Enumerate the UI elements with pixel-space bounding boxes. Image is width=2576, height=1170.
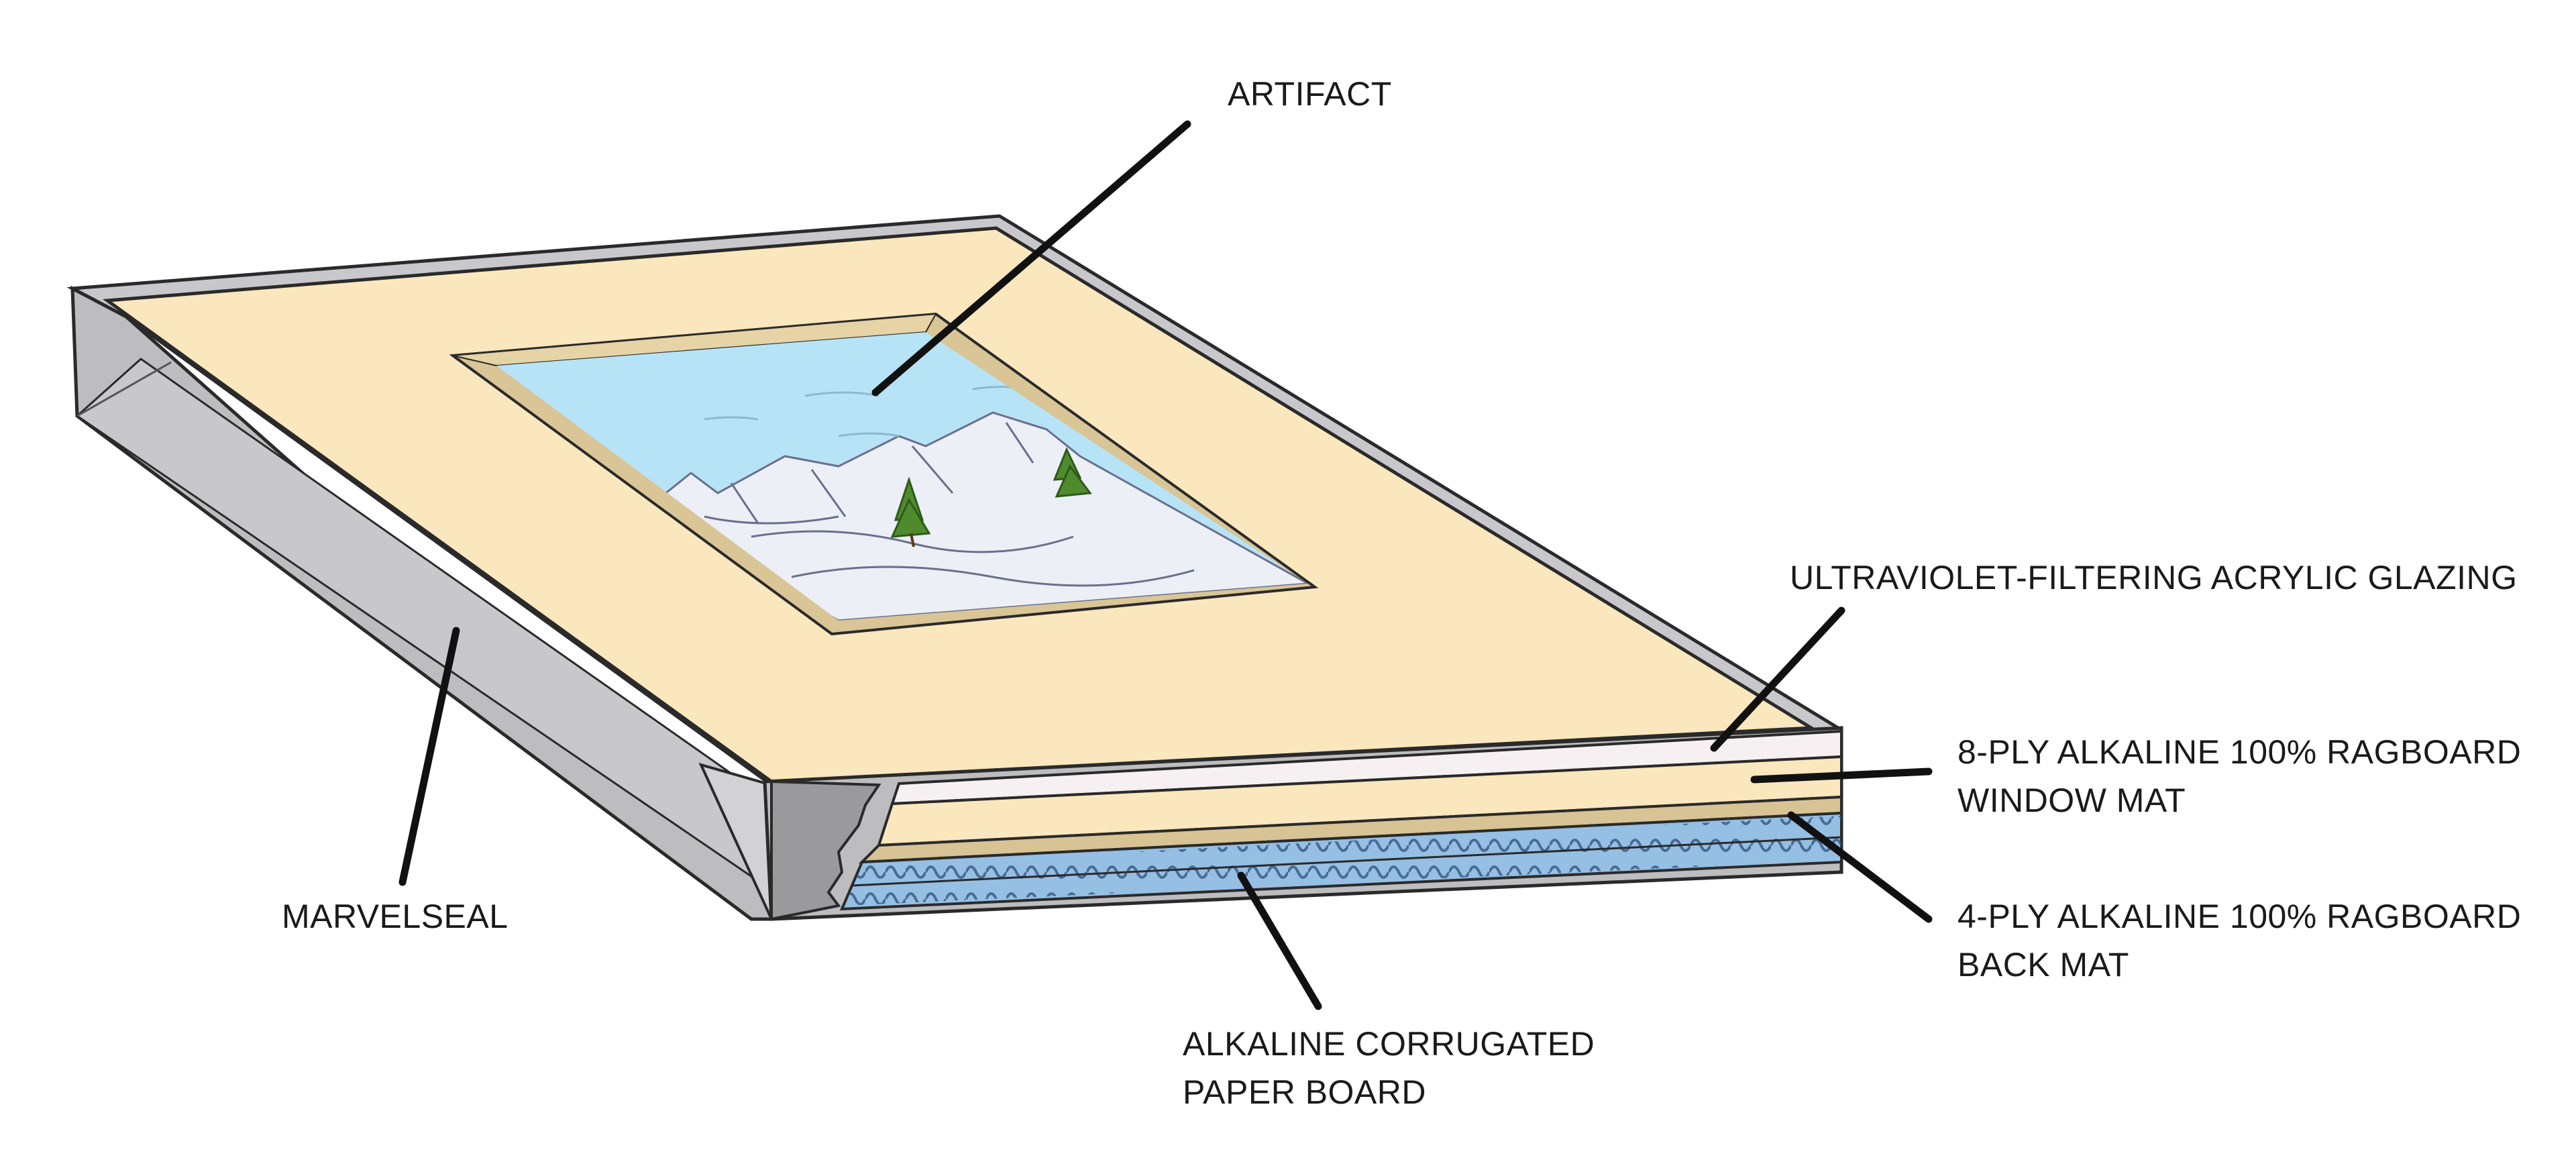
marvelseal-torn-edge bbox=[770, 780, 881, 921]
leader-lines bbox=[398, 120, 1933, 1010]
artifact-sky-streaks bbox=[704, 385, 1114, 437]
label-corrugated-board: ALKALINE CORRUGATED PAPER BOARD bbox=[1183, 1025, 1595, 1111]
leader-line-window-mat bbox=[1750, 767, 1933, 784]
label-back-mat: 4-PLY ALKALINE 100% RAGBOARD BACK MAT bbox=[1957, 898, 2522, 983]
leader-line-marvelseal bbox=[398, 627, 460, 886]
tree-icon bbox=[890, 476, 931, 547]
leader-line-corrugated bbox=[1237, 871, 1322, 1010]
label-marvelseal: MARVELSEAL bbox=[282, 898, 508, 935]
tree-icon bbox=[1053, 447, 1092, 498]
marvelseal-fold-line bbox=[76, 361, 172, 417]
leader-line-artifact bbox=[871, 120, 1191, 396]
corrugated-liner-line bbox=[851, 836, 1842, 887]
cross-section bbox=[763, 726, 1843, 921]
artifact-illustration bbox=[496, 332, 1308, 621]
label-window-mat: 8-PLY ALKALINE 100% RAGBOARD WINDOW MAT bbox=[1957, 733, 2522, 819]
label-artifact: ARTIFACT bbox=[1228, 75, 1392, 113]
artifact-mountains bbox=[656, 411, 1308, 621]
label-acrylic-glazing: ULTRAVIOLET-FILTERING ACRYLIC GLAZING bbox=[1790, 559, 2518, 596]
leader-line-glazing bbox=[1710, 606, 1845, 752]
leader-line-back-mat bbox=[1787, 811, 1933, 923]
